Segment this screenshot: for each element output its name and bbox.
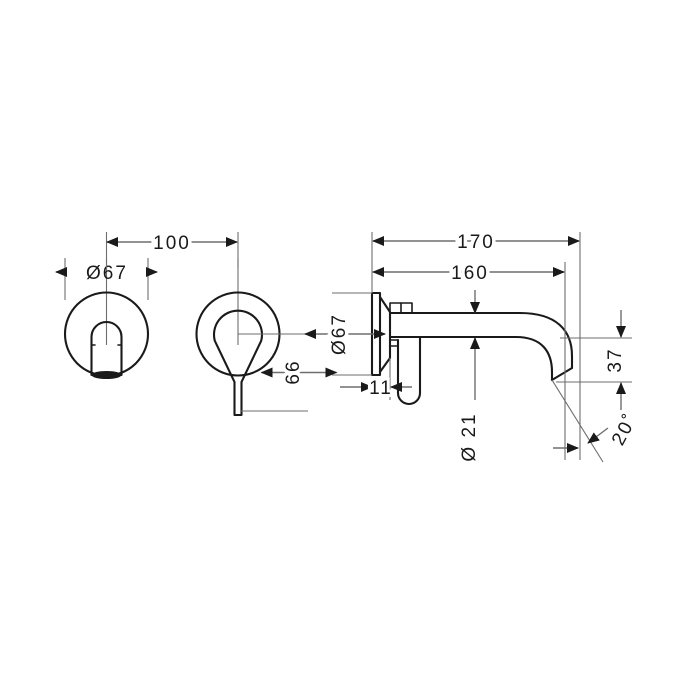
spout-teardrop-outline [213, 309, 263, 417]
view-spout-side [370, 291, 574, 405]
dimension-d67-side: Ø67 [304, 292, 386, 376]
handle-lever-base [91, 371, 122, 379]
spout-tube-bottom-edge [388, 335, 554, 382]
angle20-leader-arrow [587, 427, 609, 444]
dimension-160: 160 [372, 260, 566, 460]
dimension-label-170: 170 [457, 232, 495, 253]
dimension-label-angle-20: 20˚ [608, 410, 642, 449]
dimension-label-d67-side: Ø67 [329, 313, 350, 355]
spout-outlet-face [550, 366, 574, 382]
dimension-66: 66 [238, 333, 338, 412]
dimension-100: 100 [105, 230, 239, 268]
dimension-label-d67-front: Ø67 [86, 263, 128, 284]
dimension-d67-front: Ø67 [55, 258, 158, 300]
handle-lever-side-profile [396, 335, 422, 405]
view-handle-front [63, 258, 150, 379]
wall-plate-disc [370, 291, 382, 377]
view-spout-front [195, 258, 288, 417]
dimension-label-100: 100 [153, 233, 191, 254]
dimension-d21: Ø 21 [456, 290, 484, 465]
angle20-slant-line [551, 379, 604, 463]
dimension-170: 170 [371, 229, 581, 460]
dimension-37: 37 [556, 310, 632, 410]
handle-mount-bracket [389, 336, 399, 347]
escutcheon-taper [378, 295, 392, 374]
spout-tube-top-edge [388, 311, 574, 370]
dimension-label-37: 37 [605, 347, 626, 372]
dimension-label-11: 11 [369, 378, 393, 399]
dimension-label-d21: Ø 21 [459, 412, 480, 461]
dimension-label-160: 160 [451, 263, 489, 284]
dimension-11: 11 [340, 358, 412, 402]
handle-lever-outline [90, 321, 123, 377]
dimension-label-66: 66 [283, 359, 304, 384]
